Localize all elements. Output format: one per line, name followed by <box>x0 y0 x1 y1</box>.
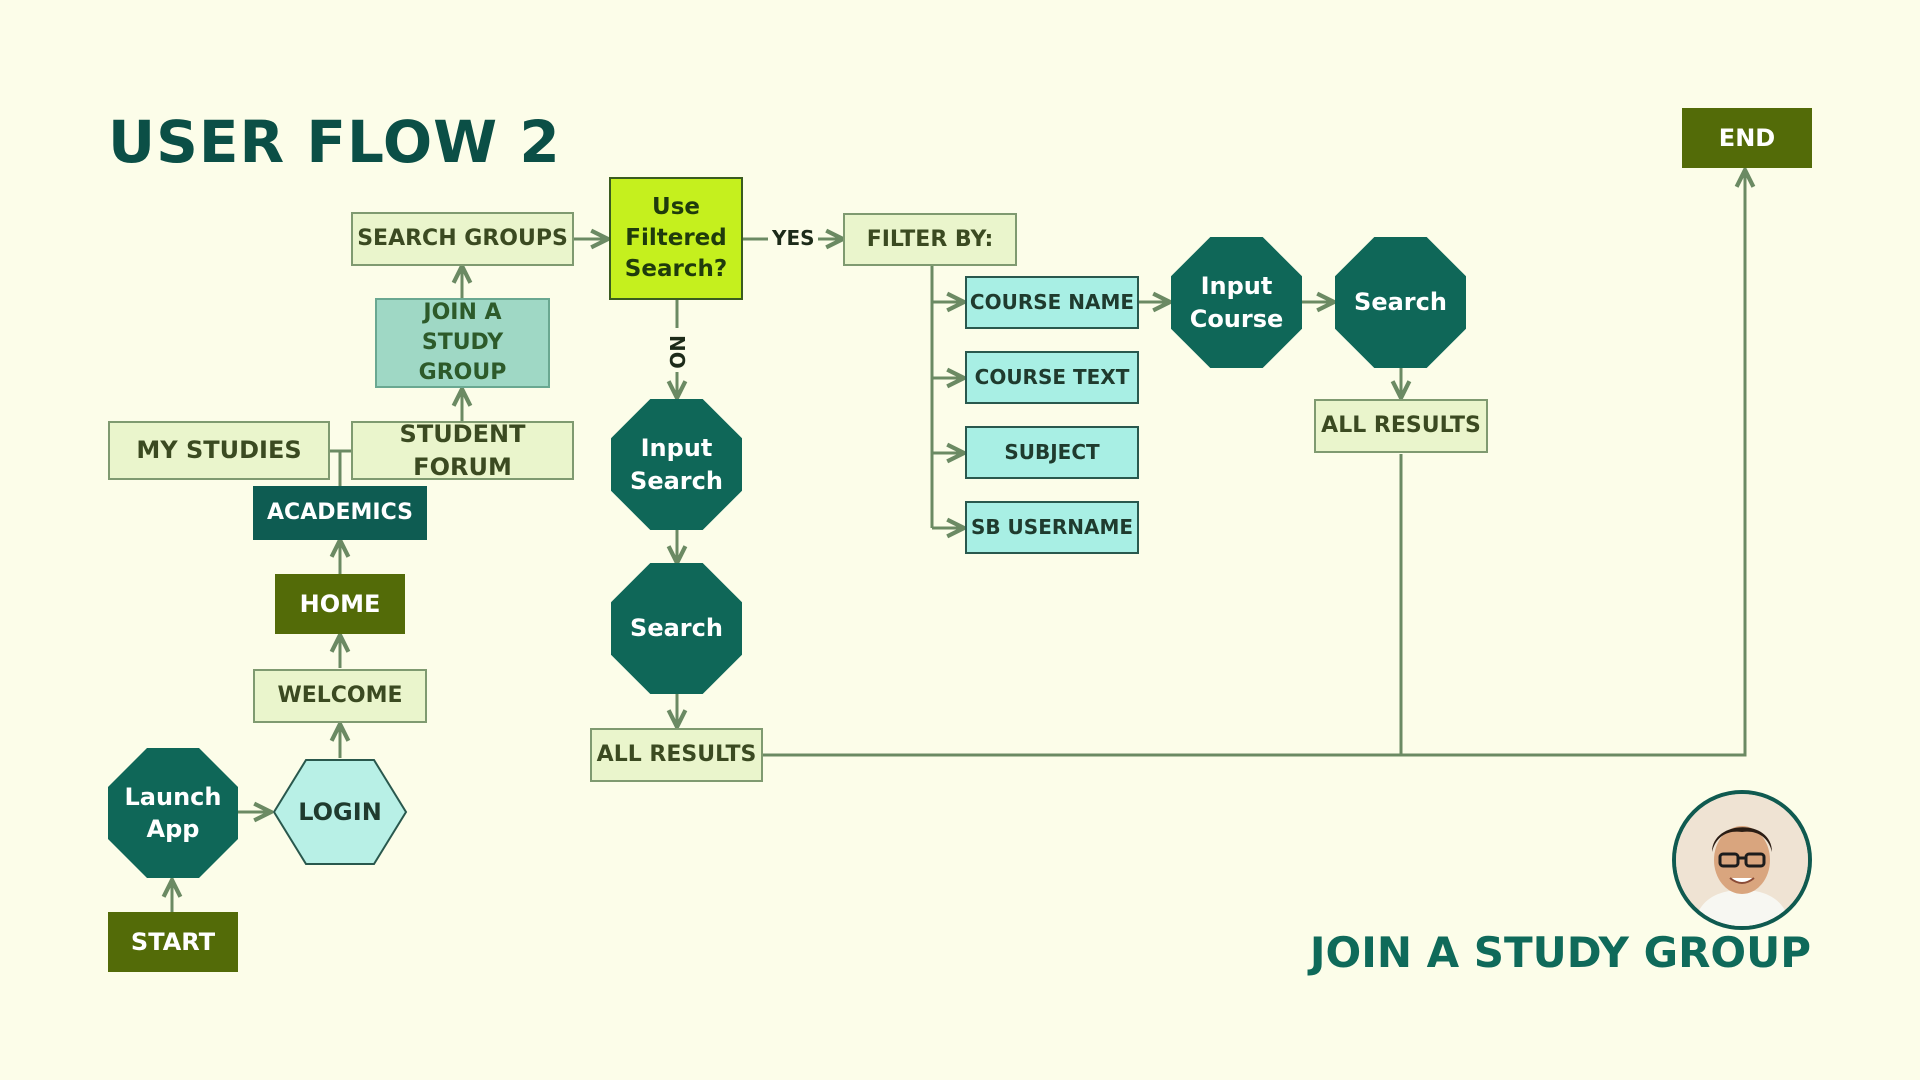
node-filter-by: FILTER BY: <box>843 213 1017 266</box>
edge-label-no: NO <box>665 335 689 369</box>
node-student-forum: STUDENT FORUM <box>351 420 574 481</box>
node-my-studies: MY STUDIES <box>108 421 330 480</box>
node-search-left: Search <box>611 563 742 694</box>
edge-allresults-end <box>763 170 1745 757</box>
hexagon-shape <box>272 759 408 865</box>
avatar-illustration <box>1676 794 1808 926</box>
node-login: LOGIN <box>272 758 408 866</box>
node-input-search: Input Search <box>611 399 742 530</box>
page-subtitle: JOIN A STUDY GROUP <box>1309 928 1811 977</box>
page-title: USER FLOW 2 <box>108 108 561 176</box>
node-end: END <box>1682 108 1812 168</box>
node-launch-app: Launch App <box>108 748 238 878</box>
node-start: START <box>108 912 238 972</box>
node-course-name: COURSE NAME <box>965 276 1139 329</box>
node-subject: SUBJECT <box>965 426 1139 479</box>
node-use-filtered-search: Use Filtered Search? <box>609 177 743 300</box>
node-join-study-group: JOIN A STUDY GROUP <box>375 298 550 388</box>
node-search-right: Search <box>1335 237 1466 368</box>
node-login-label: LOGIN <box>298 798 382 826</box>
node-academics: ACADEMICS <box>253 486 427 540</box>
node-course-text: COURSE TEXT <box>965 351 1139 404</box>
edge-label-yes: YES <box>772 226 815 250</box>
node-all-results-left: ALL RESULTS <box>590 728 763 782</box>
node-home: HOME <box>275 574 405 634</box>
node-search-groups: SEARCH GROUPS <box>351 212 574 266</box>
person-avatar-icon <box>1672 790 1812 930</box>
node-sb-username: SB USERNAME <box>965 501 1139 554</box>
node-input-course: Input Course <box>1171 237 1302 368</box>
node-all-results-right: ALL RESULTS <box>1314 399 1488 453</box>
node-welcome: WELCOME <box>253 669 427 723</box>
